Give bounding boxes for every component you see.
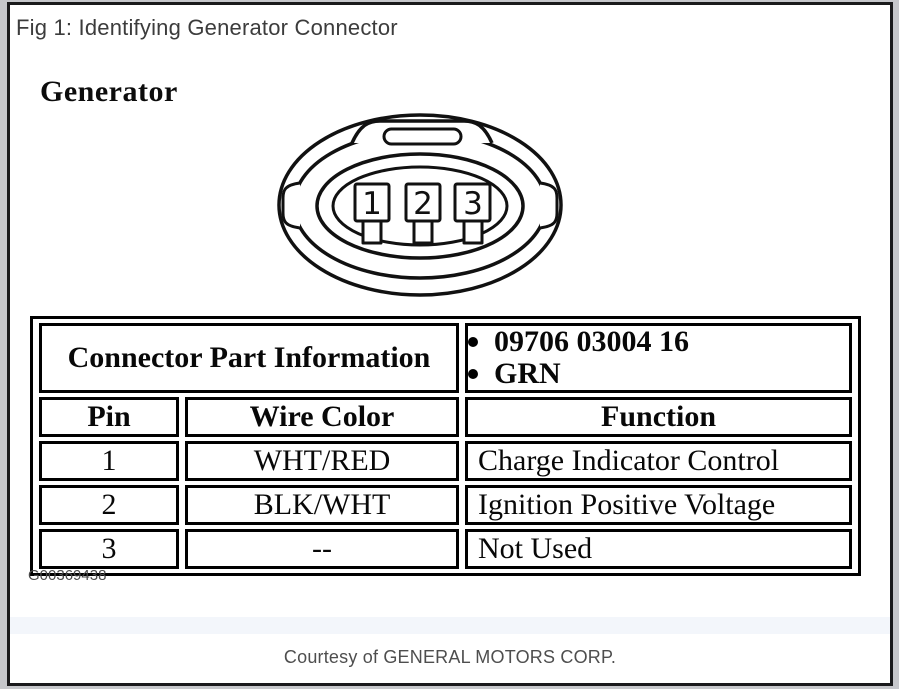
connector-lock-slot bbox=[382, 127, 463, 146]
table-row: 1 WHT/RED Charge Indicator Control bbox=[39, 441, 853, 481]
figure-id-label: G00369438 bbox=[28, 567, 107, 584]
connector-color-item: GRN bbox=[468, 357, 849, 390]
pin1-cavity bbox=[353, 182, 391, 223]
connector-info-table: Connector Part Information 09706 03004 1… bbox=[30, 316, 862, 576]
connector-color: GRN bbox=[494, 357, 561, 390]
wire-color-cell: WHT/RED bbox=[185, 441, 460, 481]
connector-outer-shell bbox=[277, 113, 563, 297]
column-header-wire-color: Wire Color bbox=[185, 397, 460, 437]
connector-diagram: 1 2 3 bbox=[277, 113, 563, 297]
document-page: Fig 1: Identifying Generator Connector G… bbox=[7, 2, 893, 686]
table-row: 3 -- Not Used bbox=[39, 529, 853, 569]
connector-seal-outer bbox=[315, 152, 525, 260]
pin2-cavity bbox=[404, 182, 442, 223]
pin3-cavity bbox=[453, 182, 492, 223]
generator-heading: Generator bbox=[40, 75, 178, 108]
footer-separator-band bbox=[10, 617, 890, 634]
bullet-icon bbox=[468, 337, 479, 347]
connector-left-notch bbox=[281, 181, 301, 230]
figure-title: Fig 1: Identifying Generator Connector bbox=[16, 15, 398, 40]
bullet-icon bbox=[468, 369, 479, 379]
function-cell: Ignition Positive Voltage bbox=[465, 485, 853, 525]
part-info-header: Connector Part Information bbox=[39, 323, 460, 393]
part-info-values: 09706 03004 16 GRN bbox=[465, 323, 853, 393]
connector-right-notch bbox=[539, 181, 559, 230]
pin-cell: 1 bbox=[39, 441, 179, 481]
column-header-function: Function bbox=[465, 397, 853, 437]
part-number-item: 09706 03004 16 bbox=[468, 326, 849, 358]
pin1-number: 1 bbox=[362, 186, 382, 222]
pin2-number: 2 bbox=[413, 186, 433, 222]
wire-color-cell: BLK/WHT bbox=[185, 485, 460, 525]
courtesy-note: Courtesy of GENERAL MOTORS CORP. bbox=[283, 647, 617, 667]
pin-cell: 3 bbox=[39, 529, 179, 569]
table-row: 2 BLK/WHT Ignition Positive Voltage bbox=[39, 485, 853, 525]
wire-color-cell: -- bbox=[185, 529, 460, 569]
column-header-pin: Pin bbox=[39, 397, 179, 437]
pin3-number: 3 bbox=[463, 186, 483, 222]
connector-seal-inner bbox=[331, 165, 509, 247]
pin-cell: 2 bbox=[39, 485, 179, 525]
part-number: 09706 03004 16 bbox=[494, 325, 690, 358]
function-cell: Charge Indicator Control bbox=[465, 441, 853, 481]
function-cell: Not Used bbox=[465, 529, 853, 569]
